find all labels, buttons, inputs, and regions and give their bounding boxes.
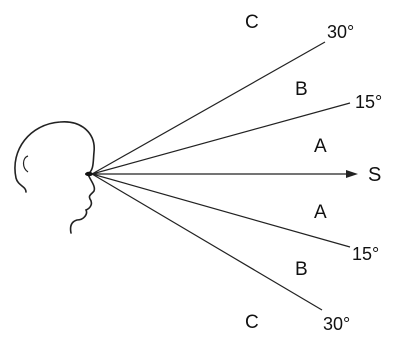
- sight-line-lower-15: [91, 173, 351, 248]
- angle-label-lower-15: 15°: [352, 244, 379, 264]
- sight-line-upper-15: [91, 102, 351, 175]
- angle-label-lower-30: 30°: [323, 314, 350, 334]
- angle-label-upper-30: 30°: [327, 22, 354, 42]
- eye-icon: [85, 171, 93, 177]
- zone-label-lower-a: A: [314, 202, 327, 223]
- zone-label-lower-c: C: [245, 312, 259, 333]
- angle-label-upper-15: 15°: [355, 92, 382, 112]
- zone-label-upper-b: B: [295, 79, 308, 100]
- head-profile-outline: [14, 121, 96, 234]
- zone-label-upper-a: A: [314, 136, 327, 157]
- sight-line-lower-30: [91, 173, 323, 311]
- axis-label-s: S: [368, 164, 381, 186]
- zone-label-lower-b: B: [295, 259, 308, 280]
- ear-outline: [22, 155, 29, 173]
- zone-label-upper-c: C: [245, 12, 259, 33]
- sight-line-upper-30: [91, 41, 326, 175]
- arrowhead-icon: [346, 170, 358, 178]
